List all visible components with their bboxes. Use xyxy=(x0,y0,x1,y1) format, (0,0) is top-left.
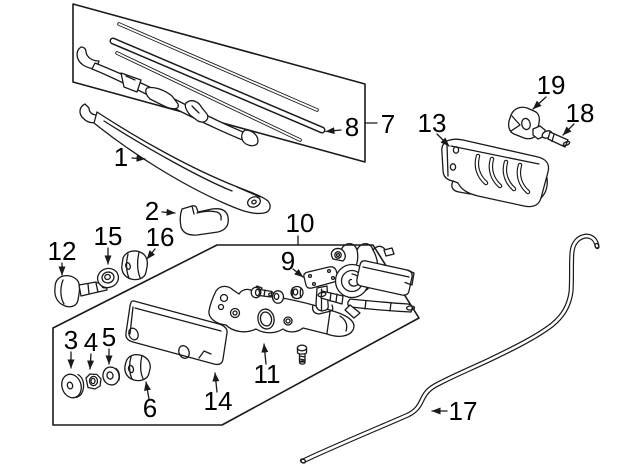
callout-1: 1 xyxy=(114,142,128,172)
callout-11: 11 xyxy=(254,359,281,389)
washer-hose xyxy=(299,233,600,464)
damper-washer xyxy=(61,373,85,399)
wiper-arm xyxy=(79,103,271,215)
callout-9: 9 xyxy=(281,246,295,276)
callout-7: 7 xyxy=(381,109,395,139)
callout-2: 2 xyxy=(145,196,159,226)
callout-5: 5 xyxy=(102,322,116,352)
callout-6: 6 xyxy=(143,393,157,423)
pivot-wing-nut xyxy=(54,274,111,308)
callout-12: 12 xyxy=(48,236,77,266)
blade-assembly-box xyxy=(72,3,366,163)
callout-15: 15 xyxy=(94,221,123,251)
wiper-blade xyxy=(76,46,259,147)
line-art xyxy=(52,3,600,464)
cover-bolt xyxy=(532,125,571,148)
hex-nut xyxy=(85,373,102,390)
arm-pivot-cap xyxy=(179,205,229,236)
callout-16: 16 xyxy=(146,222,175,252)
pivot-bushing xyxy=(121,250,148,281)
bracket-bolt-and-grommets xyxy=(250,285,304,304)
wiper-motor xyxy=(317,242,416,319)
callout-8: 8 xyxy=(345,112,359,142)
bracket-cushion-plate xyxy=(125,300,228,366)
callout-leaders xyxy=(58,96,575,415)
pivot-washer xyxy=(96,267,120,289)
callout-10: 10 xyxy=(286,208,315,238)
callout-3: 3 xyxy=(64,325,78,355)
wiper-blade-refill-strips xyxy=(109,22,326,142)
motor-assembly-box xyxy=(52,244,420,426)
callout-13: 13 xyxy=(418,108,447,138)
small-washer xyxy=(102,366,121,386)
pivot-cover xyxy=(441,138,550,208)
bracket-mounting-bolt xyxy=(296,344,308,365)
callout-18: 18 xyxy=(566,98,595,128)
callout-labels: 1 2 3 4 5 6 7 8 9 10 11 12 13 14 15 16 1… xyxy=(48,70,595,426)
mount-grommet xyxy=(124,354,151,382)
callout-17: 17 xyxy=(449,396,478,426)
callout-19: 19 xyxy=(537,70,566,100)
callout-14: 14 xyxy=(204,386,233,416)
callout-4: 4 xyxy=(84,327,98,357)
